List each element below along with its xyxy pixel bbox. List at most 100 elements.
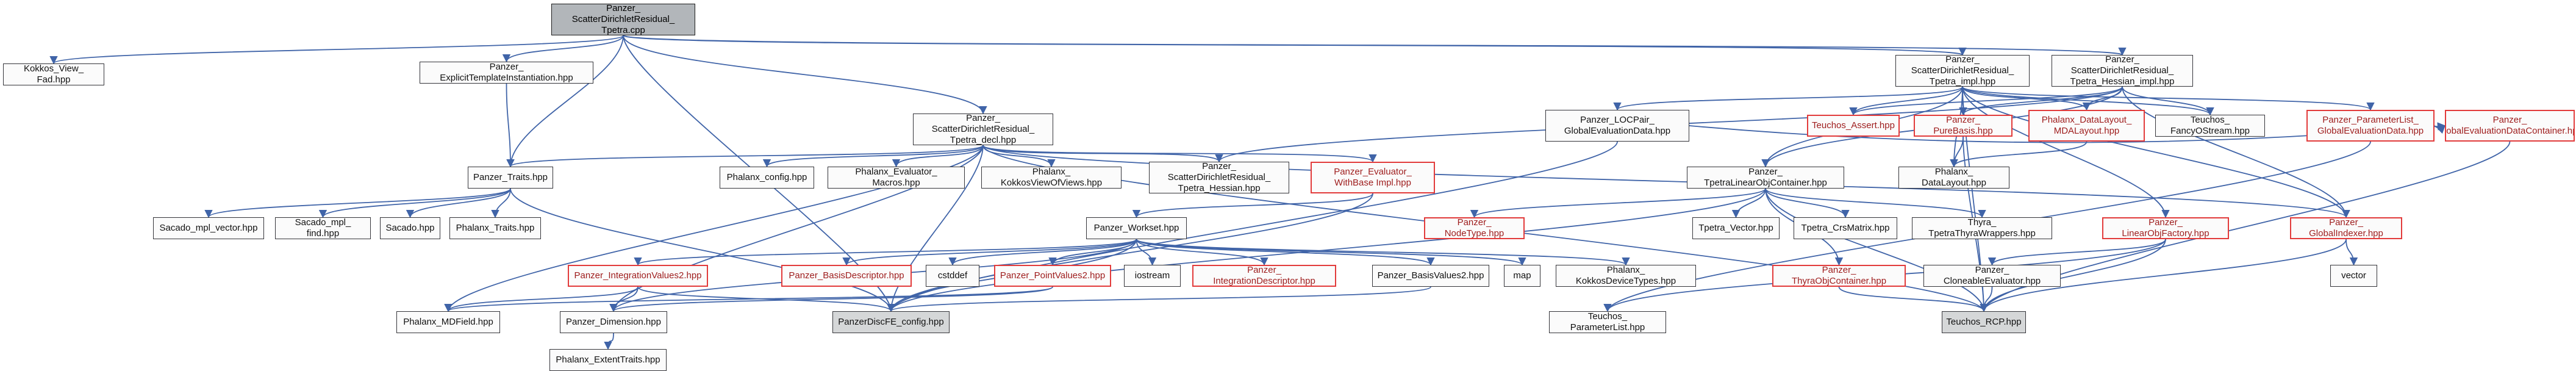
node-label: Teuchos_​ParameterList.hpp <box>1570 311 1645 333</box>
node-tpetra_crsmatrix[interactable]: Tpetra_​CrsMatrix.hpp <box>1794 217 1897 239</box>
edge-main-to-hessian_impl <box>623 35 2126 56</box>
node-label: Teuchos_​Assert.hpp <box>1812 120 1895 131</box>
node-label: Panzer_​IntegrationDescriptor.hpp <box>1213 265 1315 286</box>
node-sacado[interactable]: Sacado.hpp <box>380 217 440 239</box>
node-label: Phalanx_​KokkosViewOfViews.hpp <box>1000 167 1103 188</box>
node-main[interactable]: Panzer_​ScatterDirichletResidual_​Tpetra… <box>551 4 695 35</box>
node-hessian_hpp[interactable]: Panzer_​ScatterDirichletResidual_​Tpetra… <box>1149 162 1289 193</box>
node-impl[interactable]: Panzer_​ScatterDirichletResidual_​Tpetra… <box>1895 55 2030 87</box>
edge-decl-to-panzer_dimension <box>609 145 984 312</box>
node-label: Panzer_​ExplicitTemplateInstantiation.hp… <box>440 62 573 83</box>
edge-point_values2-to-panzer_dimension <box>609 286 1053 312</box>
node-label: Thyra_​TpetraThyraWrappers.hpp <box>1928 217 2036 239</box>
node-label: Panzer_​Dimension.hpp <box>566 316 661 327</box>
edge-decl-to-eval_withbase <box>982 145 1377 163</box>
node-decl[interactable]: Panzer_​ScatterDirichletResidual_​Tpetra… <box>913 113 1053 145</box>
edge-decl-to-phalanx_mdfield <box>444 145 984 312</box>
node-label: Phalanx_​Evaluator_​Macros.hpp <box>855 167 937 188</box>
node-kokkos_device_types[interactable]: Phalanx_​KokkosDeviceTypes.hpp <box>1556 265 1696 287</box>
edge-linear_obj_factory-to-cloneable_evaluator <box>1987 239 2166 266</box>
node-label: map <box>1513 270 1531 281</box>
node-label: Panzer_​ScatterDirichletResidual_​Tpetra… <box>1167 162 1271 193</box>
edge-main-to-kokkos_view_fad <box>49 35 624 65</box>
node-fancyostream[interactable]: Teuchos_​FancyOStream.hpp <box>2155 115 2265 137</box>
node-sacado_mpl_find[interactable]: Sacado_​mpl_​find.hpp <box>275 217 371 239</box>
node-cstddef[interactable]: cstddef <box>926 265 979 287</box>
node-label: iostream <box>1134 270 1170 281</box>
node-tpetra_vector[interactable]: Tpetra_​Vector.hpp <box>1692 217 1780 239</box>
node-label: Phalanx_​MDField.hpp <box>403 316 493 327</box>
node-thyra_obj_container[interactable]: Panzer_​ThyraObjContainer.hpp <box>1772 265 1906 287</box>
node-teuchos_parameterlist[interactable]: Teuchos_​ParameterList.hpp <box>1549 311 1666 333</box>
edge-explicit_template-to-panzer_traits <box>506 83 515 168</box>
node-point_values2[interactable]: Panzer_​PointValues2.hpp <box>994 265 1111 287</box>
edge-linear_obj_factory-to-teuchos_rcp <box>1980 239 2166 312</box>
node-label: Teuchos_​RCP.hpp <box>1946 316 2022 327</box>
node-thyra_wrappers[interactable]: Thyra_​TpetraThyraWrappers.hpp <box>1912 217 2052 239</box>
node-map[interactable]: map <box>1504 265 1540 287</box>
node-label: Panzer_​GlobalIndexer.hpp <box>2309 217 2383 239</box>
edge-decl-to-phalanx_config <box>762 145 984 168</box>
node-integration_values2[interactable]: Panzer_​IntegrationValues2.hpp <box>568 265 708 287</box>
node-label: Panzer_​ScatterDirichletResidual_​Tpetra… <box>931 113 1035 145</box>
node-tpetra_loc[interactable]: Panzer_​TpetraLinearObjContainer.hpp <box>1687 167 1844 189</box>
node-label: Phalanx_​Traits.hpp <box>456 222 535 233</box>
node-label: Panzer_​ScatterDirichletResidual_​Tpetra… <box>571 4 675 35</box>
edge-integration_values2-to-phalanx_mdfield <box>444 286 639 312</box>
node-basis_descriptor[interactable]: Panzer_​BasisDescriptor.hpp <box>781 265 912 287</box>
node-phalanx_mdfield[interactable]: Phalanx_​MDField.hpp <box>396 311 500 333</box>
node-integration_descriptor[interactable]: Panzer_​IntegrationDescriptor.hpp <box>1192 265 1336 287</box>
node-basis_values2[interactable]: Panzer_​BasisValues2.hpp <box>1372 265 1489 287</box>
edge-decl-to-eval_macros <box>892 145 984 168</box>
node-sacado_mpl_vector[interactable]: Sacado_​mpl_​vector.hpp <box>153 217 264 239</box>
node-purebasis[interactable]: Panzer_​PureBasis.hpp <box>1914 115 2012 137</box>
edge-panzer_dimension-to-phalanx_extent <box>604 333 614 350</box>
node-param_ged[interactable]: Panzer_​ParameterList_​GlobalEvaluationD… <box>2306 110 2435 142</box>
node-discfe_config[interactable]: PanzerDiscFE_​config.hpp <box>832 311 950 333</box>
node-vector[interactable]: vector <box>2330 265 2377 287</box>
node-kokkos_view_of_views[interactable]: Phalanx_​KokkosViewOfViews.hpp <box>981 167 1122 189</box>
node-label: vector <box>2341 270 2366 281</box>
edge-workset-to-cstddef <box>948 239 1137 266</box>
node-locpair[interactable]: Panzer_​LOCPair_​GlobalEvaluationData.hp… <box>1545 110 1689 142</box>
node-phalanx_datalayout[interactable]: Phalanx_​DataLayout.hpp <box>1898 167 2009 189</box>
node-panzer_dimension[interactable]: Panzer_​Dimension.hpp <box>560 311 667 333</box>
node-eval_macros[interactable]: Phalanx_​Evaluator_​Macros.hpp <box>828 167 965 189</box>
node-label: Panzer_​ScatterDirichletResidual_​Tpetra… <box>1911 55 2014 87</box>
node-phalanx_config[interactable]: Phalanx_​config.hpp <box>720 167 814 189</box>
node-teuchos_rcp[interactable]: Teuchos_​RCP.hpp <box>1942 311 2026 333</box>
node-global_indexer[interactable]: Panzer_​GlobalIndexer.hpp <box>2290 217 2402 239</box>
edge-eval_withbase-to-workset <box>1132 193 1373 218</box>
node-phalanx_extent[interactable]: Phalanx_​ExtentTraits.hpp <box>549 349 667 371</box>
node-teuchos_assert[interactable]: Teuchos_​Assert.hpp <box>1807 115 1900 137</box>
node-cloneable_evaluator[interactable]: Panzer_​CloneableEvaluator.hpp <box>1923 265 2061 287</box>
node-label: Panzer_​ScatterDirichletResidual_​Tpetra… <box>2070 55 2175 87</box>
edge-hessian_impl-to-global_indexer <box>2122 86 2350 218</box>
node-phalanx_traits[interactable]: Phalanx_​Traits.hpp <box>449 217 541 239</box>
node-label: Sacado_​mpl_​vector.hpp <box>159 222 258 233</box>
edge-workset-to-integration_values2 <box>634 239 1137 266</box>
edge-tpetra_loc-to-tpetra_crsmatrix <box>1765 188 1850 218</box>
node-panzer_traits[interactable]: Panzer_​Traits.hpp <box>468 167 553 189</box>
edge-global_indexer-to-vector <box>2345 239 2358 266</box>
node-label: Phalanx_​KokkosDeviceTypes.hpp <box>1575 265 1676 286</box>
node-label: Tpetra_​Vector.hpp <box>1698 222 1773 233</box>
node-iostream[interactable]: iostream <box>1124 265 1181 287</box>
node-workset[interactable]: Panzer_​Workset.hpp <box>1086 217 1187 239</box>
node-eval_withbase[interactable]: Panzer_​Evaluator_​WithBase Impl.hpp <box>1311 162 1435 193</box>
node-linear_obj_factory[interactable]: Panzer_​LinearObjFactory.hpp <box>2102 217 2229 239</box>
edge-impl-to-param_ged <box>1962 86 2375 111</box>
node-mdalayout[interactable]: Phalanx_​DataLayout_​MDALayout.hpp <box>2028 110 2145 142</box>
node-explicit_template[interactable]: Panzer_​ExplicitTemplateInstantiation.hp… <box>420 62 593 84</box>
node-label: Sacado.hpp <box>385 222 435 233</box>
edge-decl-to-panzer_traits <box>506 145 984 168</box>
edge-point_values2-to-phalanx_mdfield <box>444 286 1053 312</box>
node-kokkos_view_fad[interactable]: Kokkos_​View_​Fad.hpp <box>3 63 104 85</box>
node-ged_container[interactable]: Panzer_​GlobalEvaluationDataContainer.hp… <box>2445 110 2575 142</box>
node-label: Panzer_​PointValues2.hpp <box>1000 270 1106 281</box>
edge-tpetra_loc-to-tpetra_vector <box>1731 188 1766 218</box>
node-nodetype[interactable]: Panzer_​NodeType.hpp <box>1424 217 1525 239</box>
node-label: Panzer_​ThyraObjContainer.hpp <box>1791 265 1887 286</box>
node-hessian_impl[interactable]: Panzer_​ScatterDirichletResidual_​Tpetra… <box>2052 55 2193 87</box>
